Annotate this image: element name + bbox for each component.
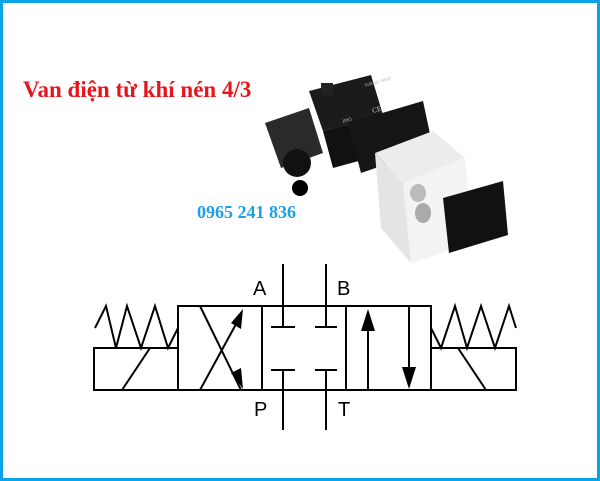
port-b-label: B [337, 278, 350, 300]
port-a-label: A [253, 278, 267, 300]
arrow-up-right [231, 309, 243, 329]
valve-body [177, 305, 432, 391]
left-spring [94, 302, 179, 352]
solenoid-valve-photo: Voltage range IP65 CE [265, 75, 508, 263]
left-solenoid [93, 347, 179, 391]
port-t-label: T [338, 399, 350, 421]
ce-mark: CE [371, 105, 382, 115]
arrow-down-right [231, 368, 243, 389]
right-solenoid [430, 347, 517, 391]
phone-number: 0965 241 836 [197, 202, 296, 222]
right-spring [430, 302, 517, 352]
product-title: Van điện từ khí nén 4/3 [23, 77, 252, 102]
flow-arrows [231, 309, 416, 389]
arrow-down [402, 367, 416, 389]
ip-rating: IP65 [342, 117, 353, 125]
arrow-up [361, 309, 375, 331]
port-p-label: P [254, 399, 267, 421]
banner-graphics: Voltage range IP65 CE [93, 75, 517, 430]
valve-symbol [93, 264, 517, 430]
